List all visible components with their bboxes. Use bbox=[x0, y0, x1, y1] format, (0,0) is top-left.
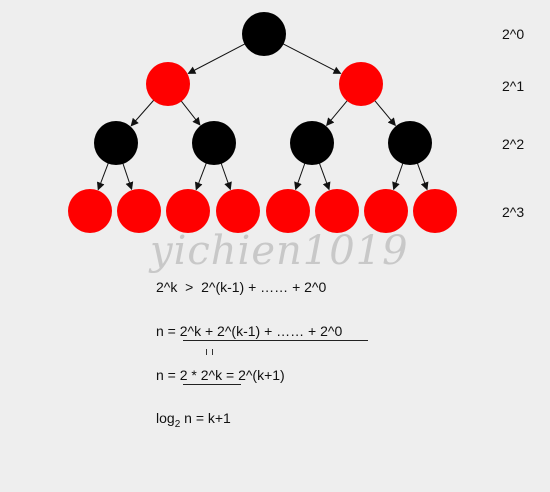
tree-node-red-3-2 bbox=[166, 189, 210, 233]
tree-edge-3-6 bbox=[392, 161, 404, 191]
tree-edge-2-2 bbox=[326, 99, 349, 127]
tree-edge-3-4 bbox=[294, 161, 306, 191]
log-equation: log2 n = k+1 bbox=[156, 410, 231, 430]
n-double-equation: n = 2 * 2^k = 2^(k+1) bbox=[156, 367, 285, 383]
tree-edge-2-3 bbox=[373, 99, 396, 127]
level-label-2: 2^2 bbox=[502, 136, 525, 152]
tree-node-black-2-3 bbox=[388, 121, 432, 165]
tree-node-red-3-3 bbox=[216, 189, 260, 233]
tree-node-black-2-2 bbox=[290, 121, 334, 165]
tree-edge-3-5 bbox=[318, 161, 331, 191]
tree-edge-1-0 bbox=[187, 42, 247, 74]
inequality-equation: 2^k > 2^(k-1) + …… + 2^0 bbox=[156, 279, 327, 295]
tree-node-black-2-0 bbox=[94, 121, 138, 165]
level-label-3: 2^3 bbox=[502, 204, 525, 220]
tree-node-red-3-4 bbox=[266, 189, 310, 233]
sum-underline bbox=[183, 340, 368, 341]
equals-connector bbox=[206, 349, 213, 355]
tree-edge-3-0 bbox=[96, 161, 110, 191]
tree-node-red-1-0 bbox=[146, 62, 190, 106]
tree-node-red-3-5 bbox=[315, 189, 359, 233]
tree-node-black-0-0 bbox=[242, 12, 286, 56]
tree-node-black-2-1 bbox=[192, 121, 236, 165]
tree-edge-2-1 bbox=[179, 99, 201, 126]
tree-node-red-3-0 bbox=[68, 189, 112, 233]
tree-edge-2-0 bbox=[130, 98, 156, 127]
tree-node-red-3-1 bbox=[117, 189, 161, 233]
tree-node-red-3-7 bbox=[413, 189, 457, 233]
tree-node-red-1-1 bbox=[339, 62, 383, 106]
watermark: yichien1019 bbox=[150, 228, 409, 274]
tree-edge-3-1 bbox=[121, 161, 134, 191]
tree-edge-3-3 bbox=[220, 161, 232, 191]
level-label-1: 2^1 bbox=[502, 78, 525, 94]
double-underline bbox=[183, 384, 241, 385]
tree-edge-3-2 bbox=[194, 161, 208, 191]
level-label-0: 2^0 bbox=[502, 26, 525, 42]
tree-edge-3-7 bbox=[416, 161, 429, 191]
tree-node-red-3-6 bbox=[364, 189, 408, 233]
n-sum-equation: n = 2^k + 2^(k-1) + …… + 2^0 bbox=[156, 323, 343, 339]
tree-edge-1-1 bbox=[281, 42, 342, 74]
